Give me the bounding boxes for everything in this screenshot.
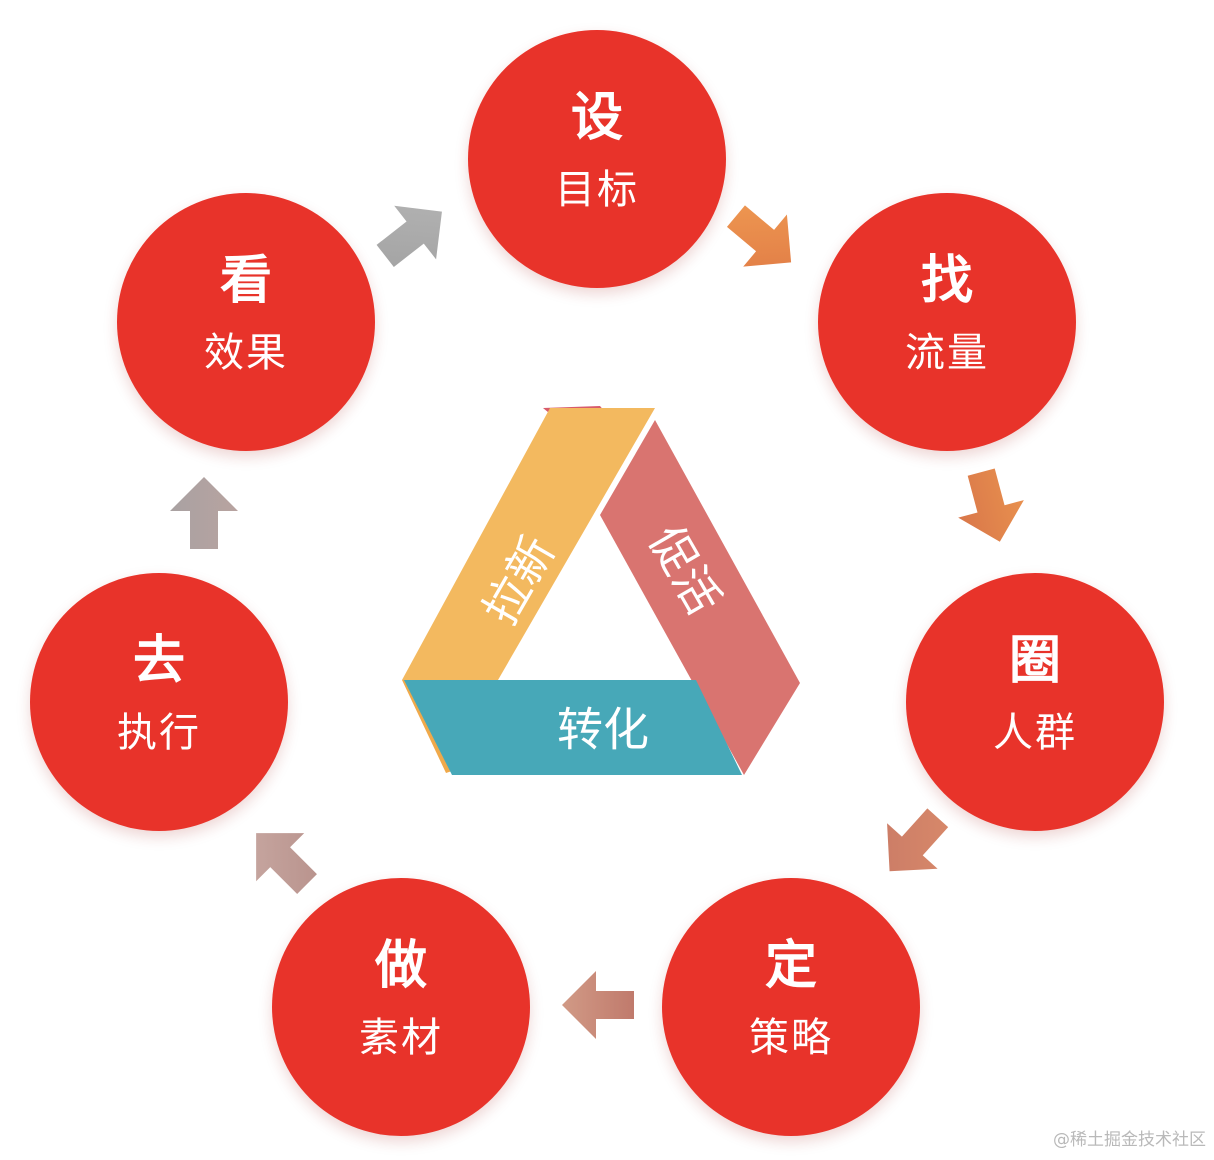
arrow-audience-to-strategy: [887, 808, 949, 872]
node-find-traffic: 找 流量: [818, 193, 1076, 451]
band-left-shape: [402, 408, 655, 680]
arrow-strategy-to-material: [562, 971, 634, 1039]
node-sub-label: 策略: [749, 1015, 833, 1061]
arrow-goal-to-traffic: [726, 205, 792, 267]
node-sub-label: 执行: [117, 710, 201, 756]
node-sub-label: 人群: [993, 710, 1077, 756]
arrow-execute-to-results: [170, 477, 238, 549]
node-circle-audience: 圈 人群: [906, 573, 1164, 831]
band-bottom-label: 转化: [557, 703, 649, 757]
arrow-material-to-execute: [256, 833, 317, 894]
node-main-label: 找: [920, 251, 973, 311]
node-main-label: 定: [764, 936, 817, 996]
node-sub-label: 目标: [555, 167, 639, 213]
band-bottom-shape: [404, 680, 742, 775]
node-sub-label: 流量: [905, 330, 989, 376]
node-main-label: 做: [374, 936, 427, 996]
node-sub-label: 效果: [204, 330, 288, 376]
node-main-label: 看: [219, 251, 272, 311]
node-sub-label: 素材: [359, 1015, 443, 1061]
watermark: @稀土掘金技术社区: [1053, 1130, 1206, 1150]
arrow-traffic-to-audience: [958, 468, 1024, 542]
node-view-results: 看 效果: [117, 193, 375, 451]
band-right-shape: [600, 420, 800, 775]
node-make-material: 做 素材: [272, 878, 530, 1136]
node-set-goal: 设 目标: [468, 30, 726, 288]
node-main-label: 去: [132, 631, 185, 691]
arrow-results-to-goal: [376, 205, 442, 267]
node-main-label: 圈: [1008, 631, 1061, 691]
node-set-strategy: 定 策略: [662, 878, 920, 1136]
node-execute: 去 执行: [30, 573, 288, 831]
node-main-label: 设: [570, 88, 623, 148]
